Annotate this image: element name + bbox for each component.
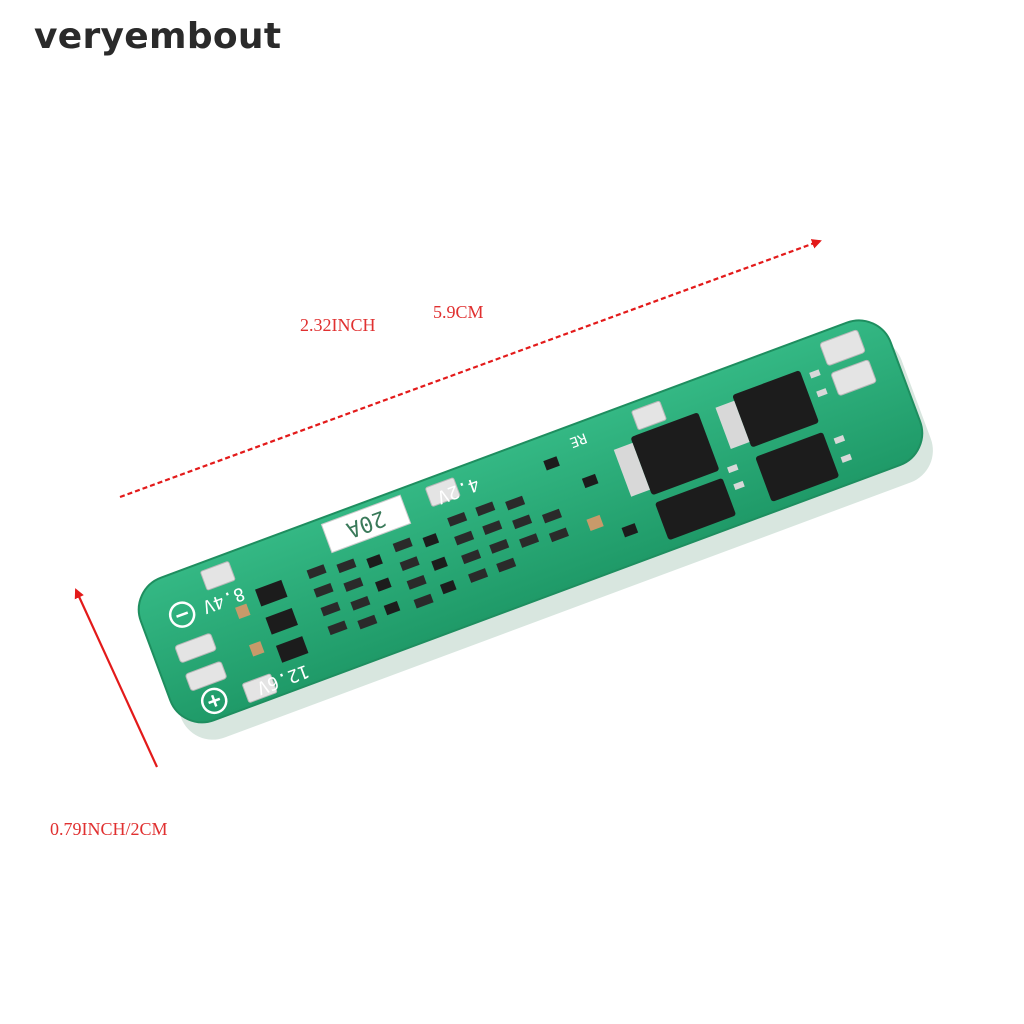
- ic-chip: [383, 600, 401, 616]
- ic-chip: [621, 523, 639, 538]
- ic-chip: [431, 556, 448, 571]
- silkscreen-re: RE: [567, 429, 588, 450]
- mosfet-tab: [715, 400, 750, 450]
- width-dimension-arrow: [74, 588, 159, 768]
- ic-chip: [422, 533, 440, 548]
- mosfet: [732, 370, 819, 447]
- mosfet-tab: [613, 442, 650, 497]
- ic-chip: [581, 473, 599, 489]
- ic-chip: [265, 608, 298, 635]
- b-minus-marking: [168, 601, 196, 628]
- b-plus-v: [210, 694, 218, 707]
- length-cm-label: 5.9CM: [433, 302, 484, 322]
- smd-resistors: [235, 495, 604, 657]
- ic-chip: [255, 579, 288, 607]
- ic-chip: [275, 636, 309, 663]
- ic-chip: [543, 456, 560, 471]
- current-rating-box: [320, 494, 412, 554]
- mosfet-lead: [727, 463, 739, 474]
- connector-pad: [831, 359, 877, 396]
- mosfet-lead: [816, 388, 828, 398]
- brand-watermark: veryembout: [34, 16, 282, 57]
- length-inch-label: 2.32INCH: [300, 315, 376, 335]
- mosfet: [655, 478, 736, 540]
- ic-chips: [255, 456, 639, 663]
- ic-chip: [366, 554, 383, 569]
- connector-pad: [242, 673, 278, 703]
- connector-pad: [819, 329, 866, 366]
- pcb-board-group: 20A 4.2V 8.4V 12.6V RE: [137, 319, 933, 740]
- mosfet: [631, 413, 719, 495]
- mosfets: [613, 329, 877, 540]
- length-dimension-arrow: [119, 239, 822, 499]
- ic-chip: [439, 580, 457, 595]
- mosfet-lead: [809, 369, 821, 379]
- connector-pad: [185, 661, 227, 691]
- width-label: 0.79INCH/2CM: [50, 819, 168, 839]
- b-plus-marking: [200, 687, 228, 715]
- mosfet-lead: [733, 480, 745, 490]
- mosfet: [756, 432, 839, 502]
- connector-pad: [425, 477, 461, 507]
- mosfet-lead: [833, 435, 846, 445]
- ic-chip: [375, 577, 392, 592]
- b-minus-line: [176, 611, 189, 618]
- connector-pad: [631, 400, 667, 430]
- connector-pad: [175, 633, 217, 663]
- mosfet-lead: [840, 453, 853, 463]
- connector-pad: [200, 561, 236, 591]
